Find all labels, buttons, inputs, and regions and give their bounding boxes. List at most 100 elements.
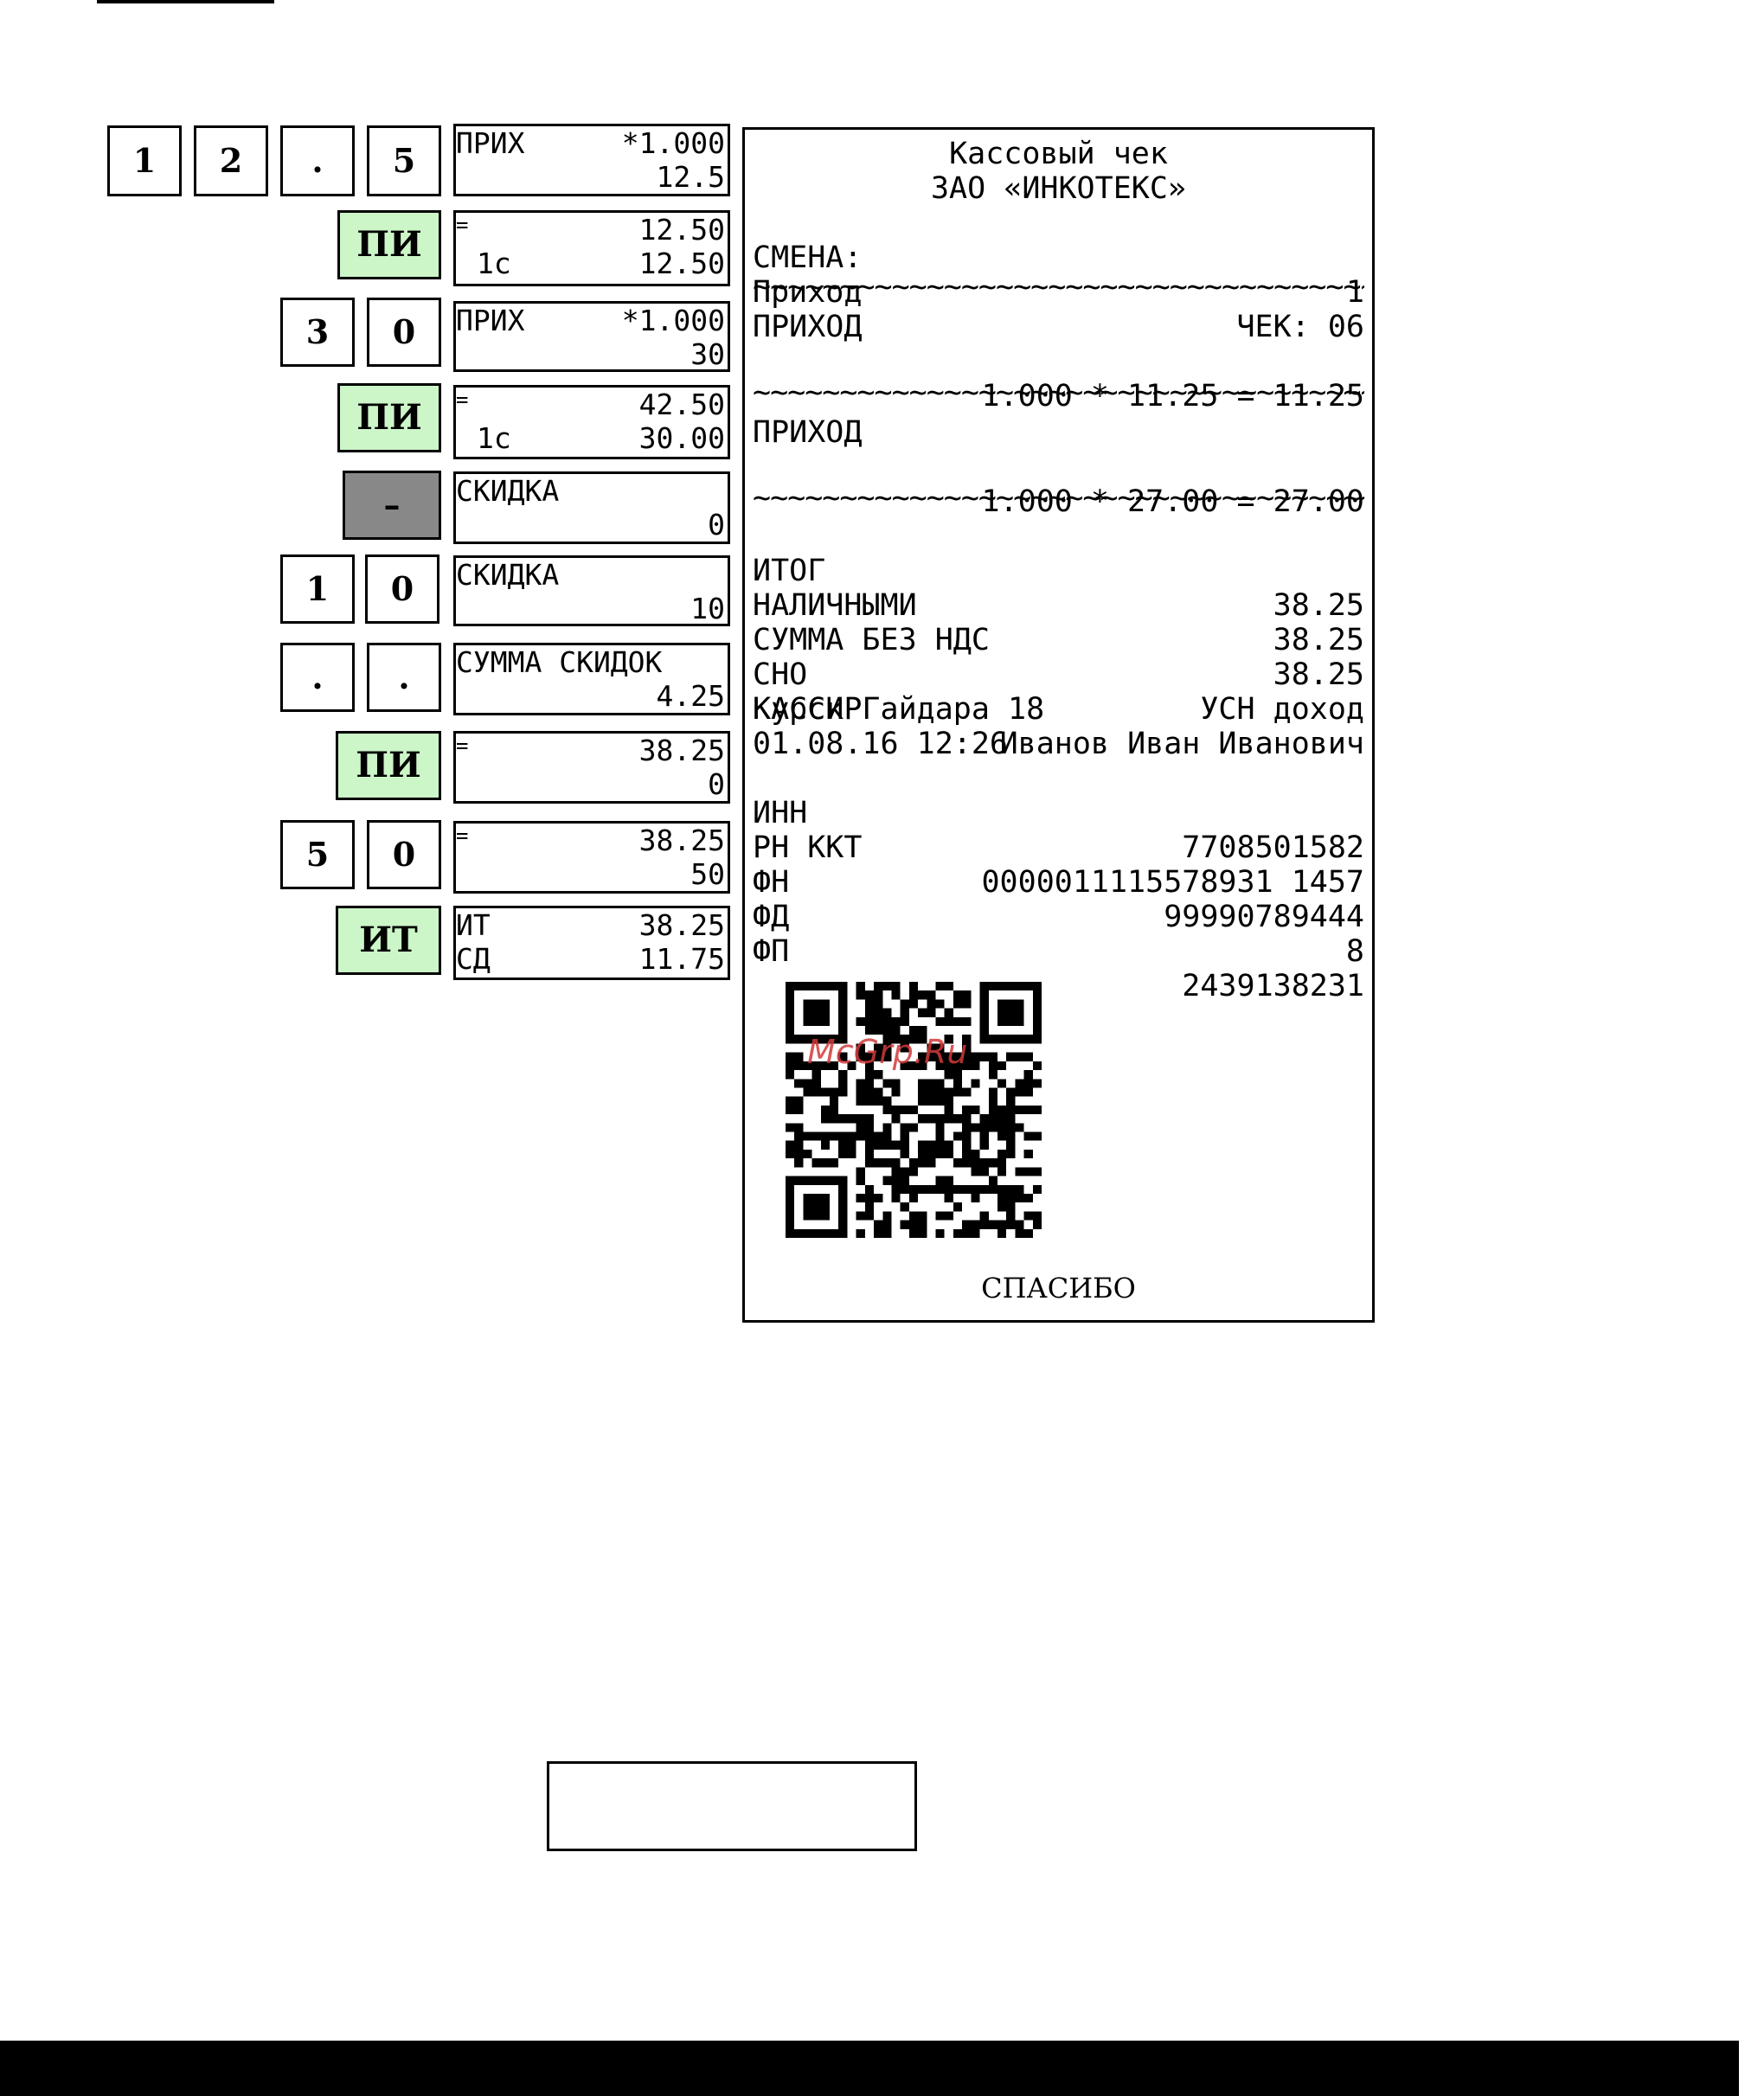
display-line2-left: СД (456, 942, 491, 976)
display-line1-left: = (456, 213, 469, 237)
separator: ~~~~~~~~~~~~~~~~~~~~~~~~~~~~~~~~~~~~~~~~ (753, 481, 1364, 516)
item2-calc: 1.000 * 27.00 = 27.00 (981, 484, 1364, 519)
sno-row: СНО УСН доход (753, 623, 1364, 727)
item2-label: ПРИХОД (753, 415, 863, 450)
display-window: ПРИХ *1.000 30 (453, 301, 730, 372)
fd-label: ФД (753, 900, 790, 934)
novat-label: СУММА БЕЗ НДС (753, 623, 990, 657)
key-dot[interactable]: . (367, 643, 441, 712)
total-label: ИТОГ (753, 554, 826, 588)
fn-value: 99990789444 (1164, 900, 1364, 934)
key-0[interactable]: 0 (367, 820, 441, 889)
display-line1-right: 38.25 (638, 908, 725, 942)
op-label: Приход (753, 275, 863, 310)
display-window: = 38.25 0 (453, 731, 730, 804)
item1-calc-row: 1.000 * 11.25 = 11.25 (753, 344, 1364, 413)
shift-label: СМЕНА: (753, 240, 863, 275)
display-line2-left: 1с (477, 421, 511, 455)
key-pi[interactable]: ПИ (337, 383, 441, 452)
receipt-company: ЗАО «ИНКОТЕКС» (930, 171, 1186, 206)
display-line2-right: 12.50 (638, 247, 725, 280)
receipt: Кассовый чек ЗАО «ИНКОТЕКС» СМЕНА: 1 При… (742, 127, 1375, 1323)
key-dot[interactable]: . (280, 125, 355, 196)
rn-label: РН ККТ (753, 830, 863, 865)
key-1[interactable]: 1 (280, 554, 355, 624)
display-line1-left: СКИДКА (456, 474, 560, 508)
key-3[interactable]: 3 (280, 298, 355, 367)
separator: ~~~~~~~~~~~~~~~~~~~~~~~~~~~~~~~~~~~~~~~~ (753, 375, 1364, 410)
display-line2-right: 10 (690, 592, 725, 625)
fp-label: ФП (753, 934, 790, 969)
top-rule (97, 0, 274, 3)
rn-value: 0000011115578931 1457 (981, 865, 1364, 900)
receipt-op-row: Приход ЧЕК: 06 (753, 240, 1364, 344)
rn-row: РН ККТ 0000011115578931 1457 (753, 796, 1364, 900)
fn-row: ФН 99990789444 (753, 830, 1364, 934)
empty-box (547, 1761, 917, 1851)
cash-value: 38.25 (1273, 623, 1364, 657)
key-0[interactable]: 0 (365, 554, 439, 624)
cash-label: НАЛИЧНЫМИ (753, 588, 917, 623)
receipt-thanks: СПАСИБО (981, 1272, 1136, 1304)
key-0[interactable]: 0 (367, 298, 441, 367)
total-row: ИТОГ 38.25 (753, 519, 1364, 623)
display-line2-right: 50 (690, 857, 725, 891)
sno-value: УСН доход (1200, 692, 1364, 727)
cashier-value: Иванов Иван Иванович (999, 727, 1364, 761)
display-line2-right: 0 (708, 767, 725, 801)
qr-code-icon (786, 982, 1042, 1238)
key-it[interactable]: ИТ (336, 906, 441, 975)
novat-row: СУММА БЕЗ НДС 38.25 (753, 588, 1364, 692)
key-pi[interactable]: ПИ (337, 210, 441, 279)
watermark: McGrp.Ru (807, 1033, 968, 1071)
display-window: СУММА СКИДОК 4.25 (453, 643, 730, 715)
fd-value: 8 (1345, 934, 1364, 969)
receipt-shift-row: СМЕНА: 1 (753, 206, 1364, 310)
key-5[interactable]: 5 (280, 820, 355, 889)
sno-label: СНО (753, 657, 808, 692)
display-window: СКИДКА 10 (453, 555, 730, 626)
fp-value: 2439138231 (1182, 969, 1364, 1003)
bottom-bar (0, 2041, 1739, 2096)
display-line1-left: СКИДКА (456, 558, 560, 592)
inn-row: ИНН 7708501582 (753, 761, 1364, 865)
item1-label: ПРИХОД (753, 310, 863, 344)
cash-row: НАЛИЧНЫМИ 38.25 (753, 554, 1364, 657)
total-value: 38.25 (1273, 588, 1364, 623)
display-window: ПРИХ *1.000 12.5 (453, 124, 730, 196)
key-minus[interactable]: – (343, 471, 441, 540)
display-window: =38.25 50 (453, 821, 730, 894)
display-line2-right: 12.5 (656, 160, 725, 194)
key-1[interactable]: 1 (107, 125, 182, 196)
novat-value: 38.25 (1273, 657, 1364, 692)
fd-row: ФД 8 (753, 865, 1364, 969)
display-line1-right: 38.25 (638, 734, 725, 767)
cashier-label: КАССИР (753, 692, 863, 727)
display-line1-left: ПРИХ (456, 304, 525, 337)
display-line1-right: *1.000 (621, 126, 725, 160)
key-5[interactable]: 5 (367, 125, 441, 196)
key-2[interactable]: 2 (194, 125, 268, 196)
display-line1-left: ИТ (456, 908, 491, 942)
display-line2-right: 30 (690, 337, 725, 371)
key-dot[interactable]: . (280, 643, 355, 712)
address: Курск Гайдара 18 (753, 692, 1045, 727)
key-pi[interactable]: ПИ (336, 731, 441, 800)
check-number: ЧЕК: 06 (1236, 310, 1364, 344)
display-line1-right: 38.25 (638, 824, 725, 857)
item2-calc-row: 1.000 * 27.00 = 27.00 (753, 450, 1364, 519)
display-window: СКИДКА 0 (453, 471, 730, 544)
display-line1-left: ПРИХ (456, 126, 525, 160)
cashier-row: КАССИР Иванов Иван Иванович (753, 657, 1364, 761)
shift-value: 1 (1345, 275, 1364, 310)
fn-label: ФН (753, 865, 790, 900)
display-line1-left: = (456, 734, 469, 758)
display-line2-right: 30.00 (638, 421, 725, 455)
inn-value: 7708501582 (1182, 830, 1364, 865)
display-line2-right: 0 (708, 508, 725, 542)
display-line2-left: 1с (477, 247, 511, 280)
display-line1-right: *1.000 (621, 304, 725, 337)
